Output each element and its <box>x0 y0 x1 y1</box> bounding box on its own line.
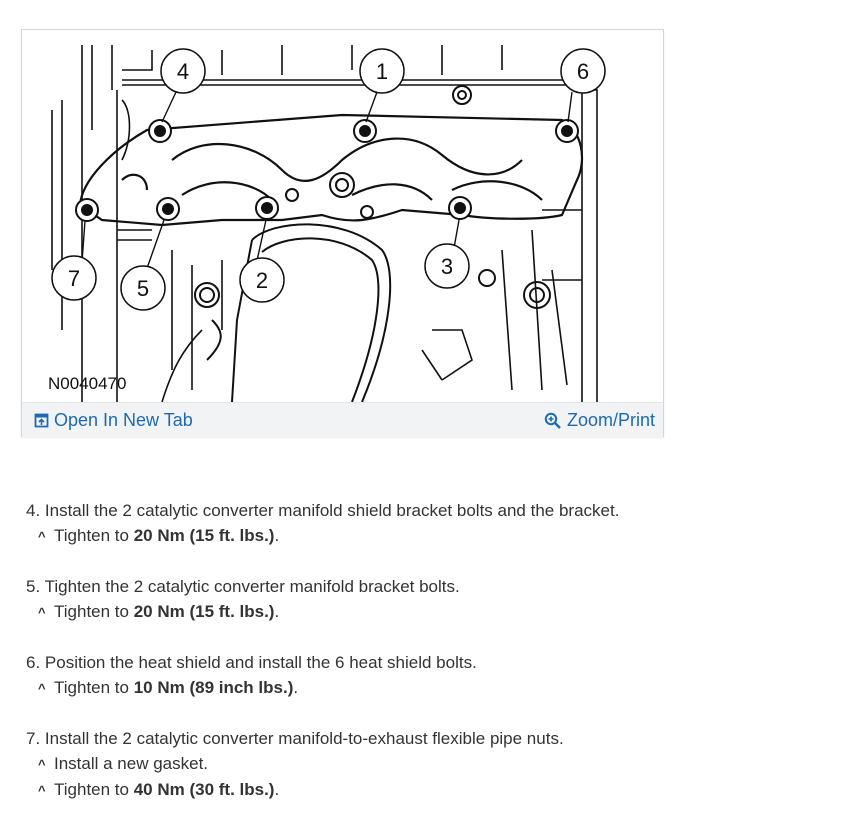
open-in-new-tab-link[interactable]: Open In New Tab <box>34 410 193 431</box>
callouts: 4 1 6 7 5 2 3 <box>51 48 606 311</box>
step-sub-item: ^ Tighten to 40 Nm (30 ft. lbs.). <box>38 777 826 803</box>
sub-text: Tighten to 40 Nm (30 ft. lbs.). <box>54 780 280 799</box>
svg-text:7: 7 <box>68 266 80 291</box>
zoom-print-label: Zoom/Print <box>566 410 655 430</box>
step-title: 7. Install the 2 catalytic converter man… <box>26 729 564 748</box>
step-7: 7. Install the 2 catalytic converter man… <box>26 726 826 803</box>
sub-text: Install a new gasket. <box>54 754 209 773</box>
figure-id-label: N0040470 <box>48 374 126 393</box>
sub-text: Tighten to 20 Nm (15 ft. lbs.). <box>54 602 280 621</box>
figure-card: 4 1 6 7 5 2 3 N0040470 Open In New Tab <box>21 29 664 437</box>
bolt-6 <box>555 119 579 143</box>
step-4: 4. Install the 2 catalytic converter man… <box>26 498 826 549</box>
callout-7: 7 <box>51 255 97 301</box>
bolt-1 <box>353 119 377 143</box>
magnifier-icon <box>544 412 561 429</box>
bolt-4 <box>148 119 172 143</box>
svg-text:3: 3 <box>441 254 453 279</box>
svg-text:1: 1 <box>376 59 388 84</box>
sub-text: Tighten to 20 Nm (15 ft. lbs.). <box>54 526 280 545</box>
open-in-new-tab-label: Open In New Tab <box>54 410 193 430</box>
bolt-7 <box>75 198 99 222</box>
step-sub-item: ^ Tighten to 20 Nm (15 ft. lbs.). <box>38 599 826 625</box>
manifold-outline <box>78 113 584 227</box>
caret-bullet-icon: ^ <box>38 529 46 544</box>
callout-1: 1 <box>359 48 405 94</box>
callout-leaders <box>81 91 573 275</box>
callout-5: 5 <box>120 265 166 311</box>
step-sub-item: ^ Tighten to 20 Nm (15 ft. lbs.). <box>38 523 826 549</box>
svg-text:4: 4 <box>177 59 189 84</box>
step-6: 6. Position the heat shield and install … <box>26 650 826 701</box>
step-title: 6. Position the heat shield and install … <box>26 653 477 672</box>
step-sub-item: ^ Install a new gasket. <box>38 751 826 777</box>
exhaust-manifold-diagram: 4 1 6 7 5 2 3 N0040470 <box>22 30 663 402</box>
sub-text: Tighten to 10 Nm (89 inch lbs.). <box>54 678 299 697</box>
figure-toolbar: Open In New Tab Zoom/Print <box>22 402 663 437</box>
bolt-2 <box>255 196 279 220</box>
caret-bullet-icon: ^ <box>38 757 46 772</box>
step-title: 5. Tighten the 2 catalytic converter man… <box>26 577 460 596</box>
step-sub-item: ^ Tighten to 10 Nm (89 inch lbs.). <box>38 675 826 701</box>
callout-4: 4 <box>160 48 206 94</box>
open-new-tab-icon <box>34 413 49 428</box>
caret-bullet-icon: ^ <box>38 681 46 696</box>
callout-3: 3 <box>424 243 470 289</box>
callout-6: 6 <box>560 48 606 94</box>
zoom-print-link[interactable]: Zoom/Print <box>544 410 655 431</box>
svg-text:6: 6 <box>577 59 589 84</box>
callout-2: 2 <box>239 257 285 303</box>
procedure-steps: 4. Install the 2 catalytic converter man… <box>26 498 826 828</box>
engine-block-lines <box>51 45 598 402</box>
step-title: 4. Install the 2 catalytic converter man… <box>26 501 620 520</box>
diagram-svg: 4 1 6 7 5 2 3 N0040470 <box>22 30 663 402</box>
bolt-3 <box>448 196 472 220</box>
converter-ring <box>194 85 551 402</box>
bolt-5 <box>156 197 180 221</box>
caret-bullet-icon: ^ <box>38 605 46 620</box>
step-5: 5. Tighten the 2 catalytic converter man… <box>26 574 826 625</box>
svg-text:5: 5 <box>137 276 149 301</box>
manifold-bolts <box>75 119 579 222</box>
svg-text:2: 2 <box>256 268 268 293</box>
